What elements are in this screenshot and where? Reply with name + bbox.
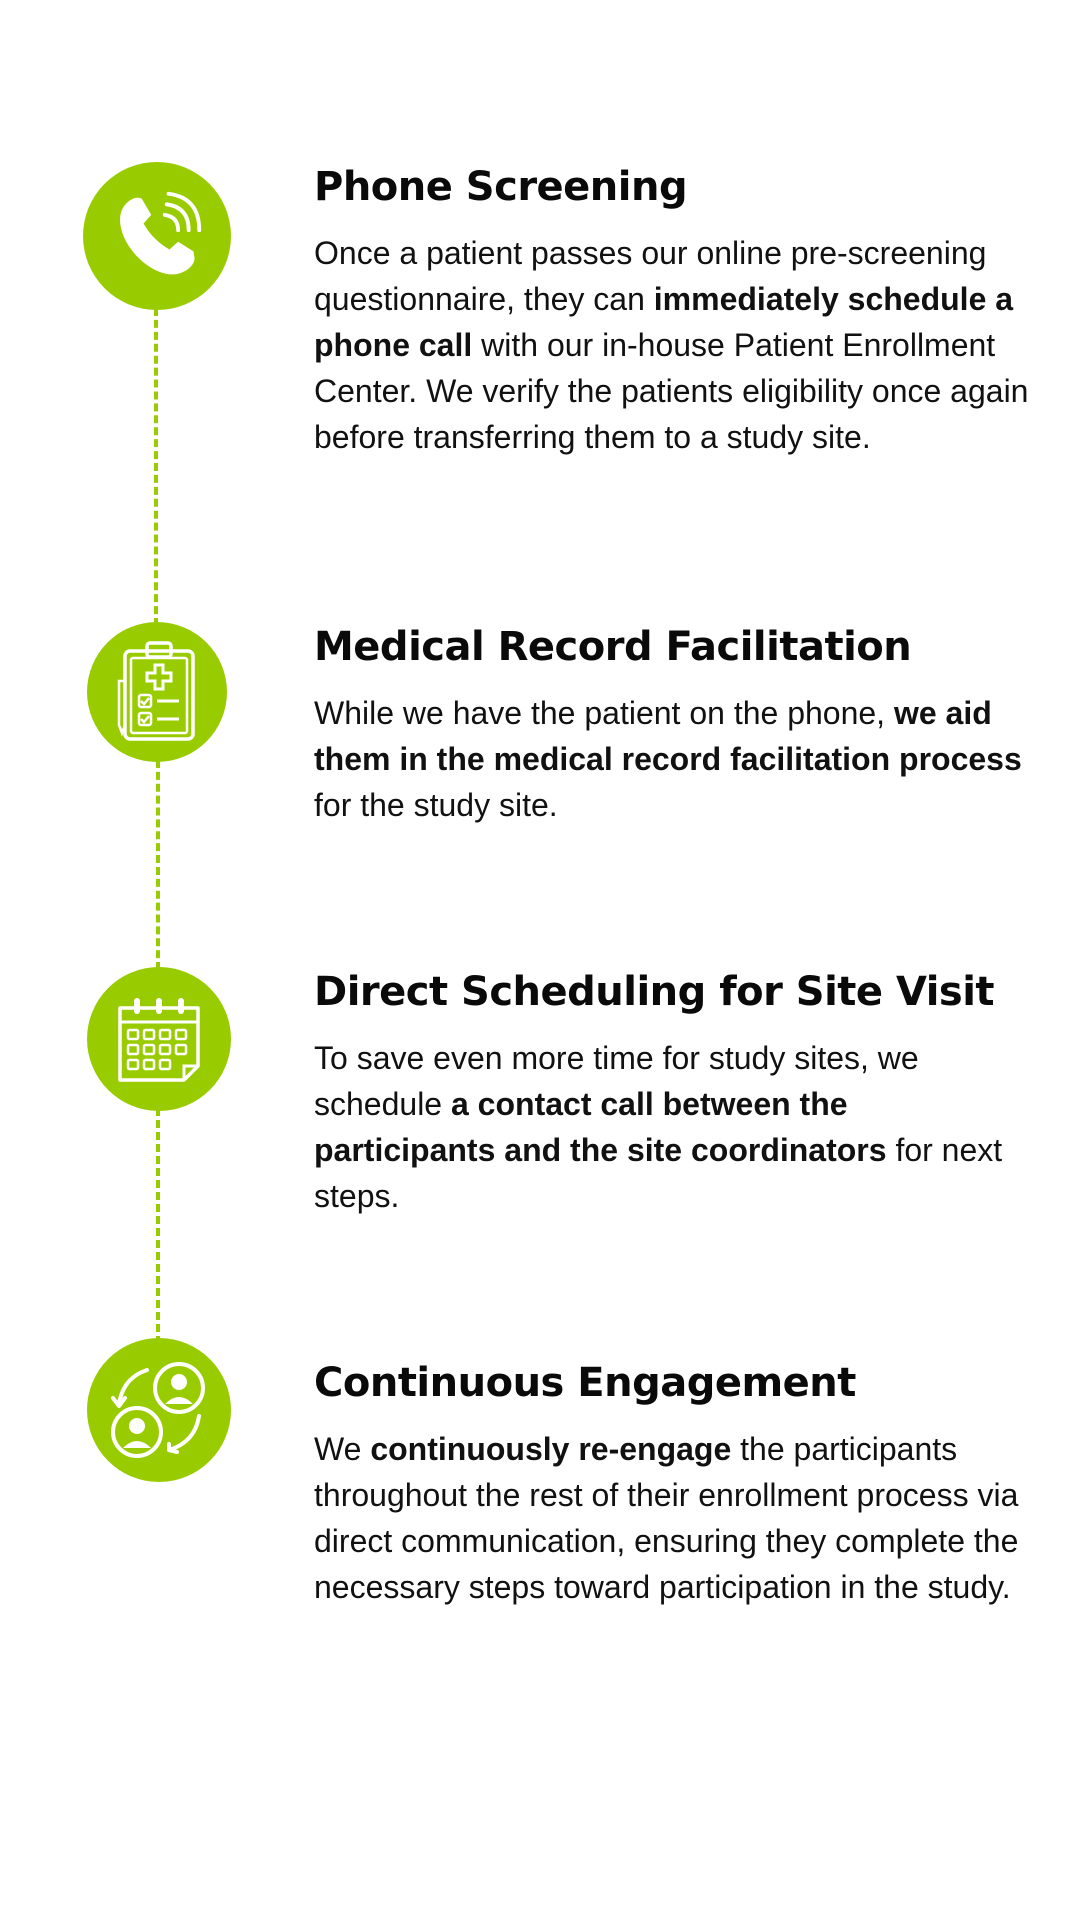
timeline-connector-3 xyxy=(156,1108,160,1344)
step-text: To save even more time for study sites, … xyxy=(314,1040,919,1122)
step-description: While we have the patient on the phone, … xyxy=(314,690,1034,828)
step-highlight: we aid them in the medical record facili… xyxy=(314,695,1022,777)
step-description: To save even more time for study sites, … xyxy=(314,1035,1034,1219)
step-text: for next steps. xyxy=(314,1132,1003,1214)
step-medical-record-facilitation: Medical Record Facilitation While we hav… xyxy=(314,622,1034,828)
step-text: for the study site. xyxy=(314,787,558,823)
step-text: Once a patient passes our online pre-scr… xyxy=(314,235,987,317)
step-description: Once a patient passes our online pre-scr… xyxy=(314,230,1034,460)
step-title: Phone Screening xyxy=(314,164,688,210)
step-text: the participants throughout the rest of … xyxy=(314,1431,1019,1605)
users-exchange-icon xyxy=(87,1338,231,1482)
step-phone-screening: Phone Screening Once a patient passes ou… xyxy=(314,162,1034,460)
step-text: with our in-house Patient Enrollment Cen… xyxy=(314,327,1029,455)
step-text: We xyxy=(314,1431,371,1467)
step-title: Direct Scheduling for Site Visit xyxy=(314,969,995,1015)
step-text: While we have the patient on the phone, xyxy=(314,695,894,731)
phone-icon xyxy=(83,162,231,310)
step-continuous-engagement: Continuous Engagement We continuously re… xyxy=(314,1358,1034,1610)
step-title: Medical Record Facilitation xyxy=(314,624,912,670)
clipboard-medical-icon xyxy=(87,622,227,762)
step-direct-scheduling: Direct Scheduling for Site Visit To save… xyxy=(314,967,1034,1219)
timeline-connector-2 xyxy=(156,760,160,970)
timeline-connector-1 xyxy=(154,308,158,626)
step-title: Continuous Engagement xyxy=(314,1360,856,1406)
step-highlight: immediately schedule a phone call xyxy=(314,281,1014,363)
calendar-icon xyxy=(87,967,231,1111)
step-highlight: a contact call between the participants … xyxy=(314,1086,887,1168)
step-highlight: continuously re-engage xyxy=(370,1431,732,1467)
step-description: We continuously re-engage the participan… xyxy=(314,1426,1034,1610)
